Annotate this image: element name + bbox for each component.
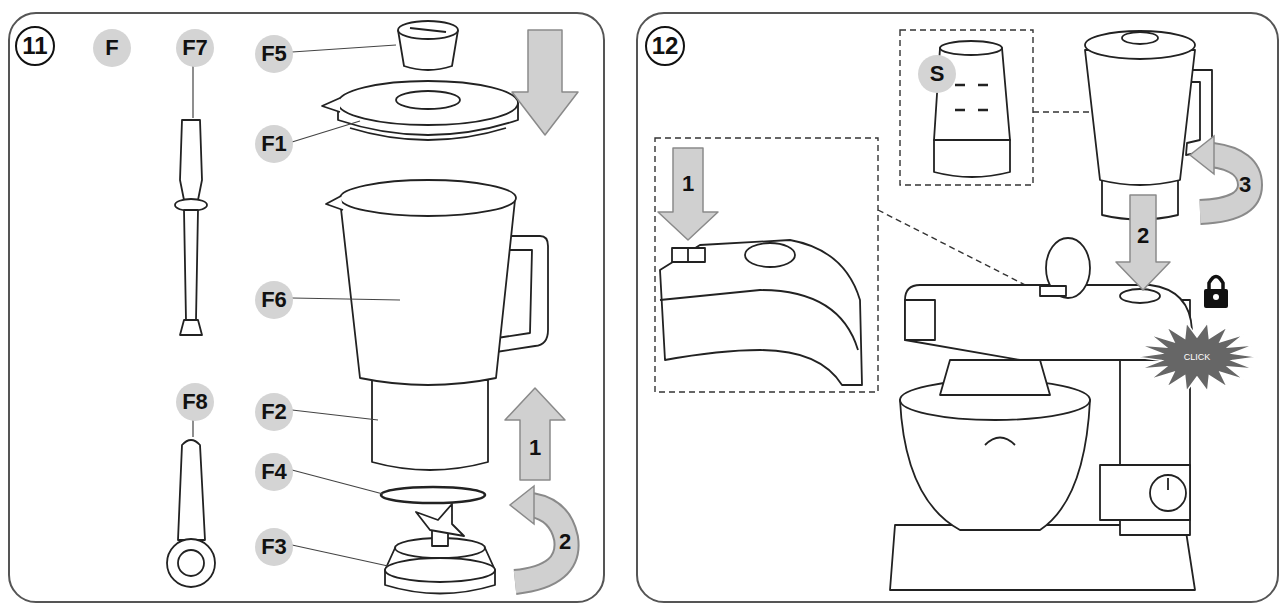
part-tag: F6: [255, 281, 293, 319]
part-tag: F1: [255, 125, 293, 163]
click-starburst: CLICK: [1135, 321, 1259, 393]
part-tag: F7: [176, 29, 214, 67]
part-code: F4: [261, 459, 287, 485]
part-code: F8: [182, 389, 208, 415]
assembly-panel: 11 F F7 F5F1F6F8 F2F4F3: [8, 12, 605, 603]
step-number: 12: [645, 26, 686, 66]
part-tag: F3: [255, 528, 293, 566]
part-code: F7: [182, 35, 208, 61]
part-code: F6: [261, 287, 287, 313]
click-text: CLICK: [1184, 352, 1211, 362]
step-arrow-number: 2: [1137, 225, 1149, 247]
part-code: F1: [261, 131, 287, 157]
part-tag: F8: [176, 383, 214, 421]
part-tag: F5: [255, 35, 293, 73]
part-tag: F: [93, 29, 131, 67]
part-code: F: [105, 35, 118, 61]
step-arrow-number: 1: [529, 437, 541, 459]
step-number: 11: [15, 26, 55, 66]
part-code: S: [930, 61, 945, 87]
part-tag: S: [918, 55, 956, 93]
step-arrow-number: 1: [682, 173, 694, 195]
part-code: F5: [261, 41, 287, 67]
part-code: F3: [261, 534, 287, 560]
part-code: F2: [261, 399, 287, 425]
step-arrow-number: 3: [1239, 174, 1251, 196]
assembly-panel: 12SCLICK: [636, 12, 1279, 603]
part-tag: F4: [255, 453, 293, 491]
part-tag: F2: [255, 393, 293, 431]
step-arrow-number: 2: [559, 531, 571, 553]
